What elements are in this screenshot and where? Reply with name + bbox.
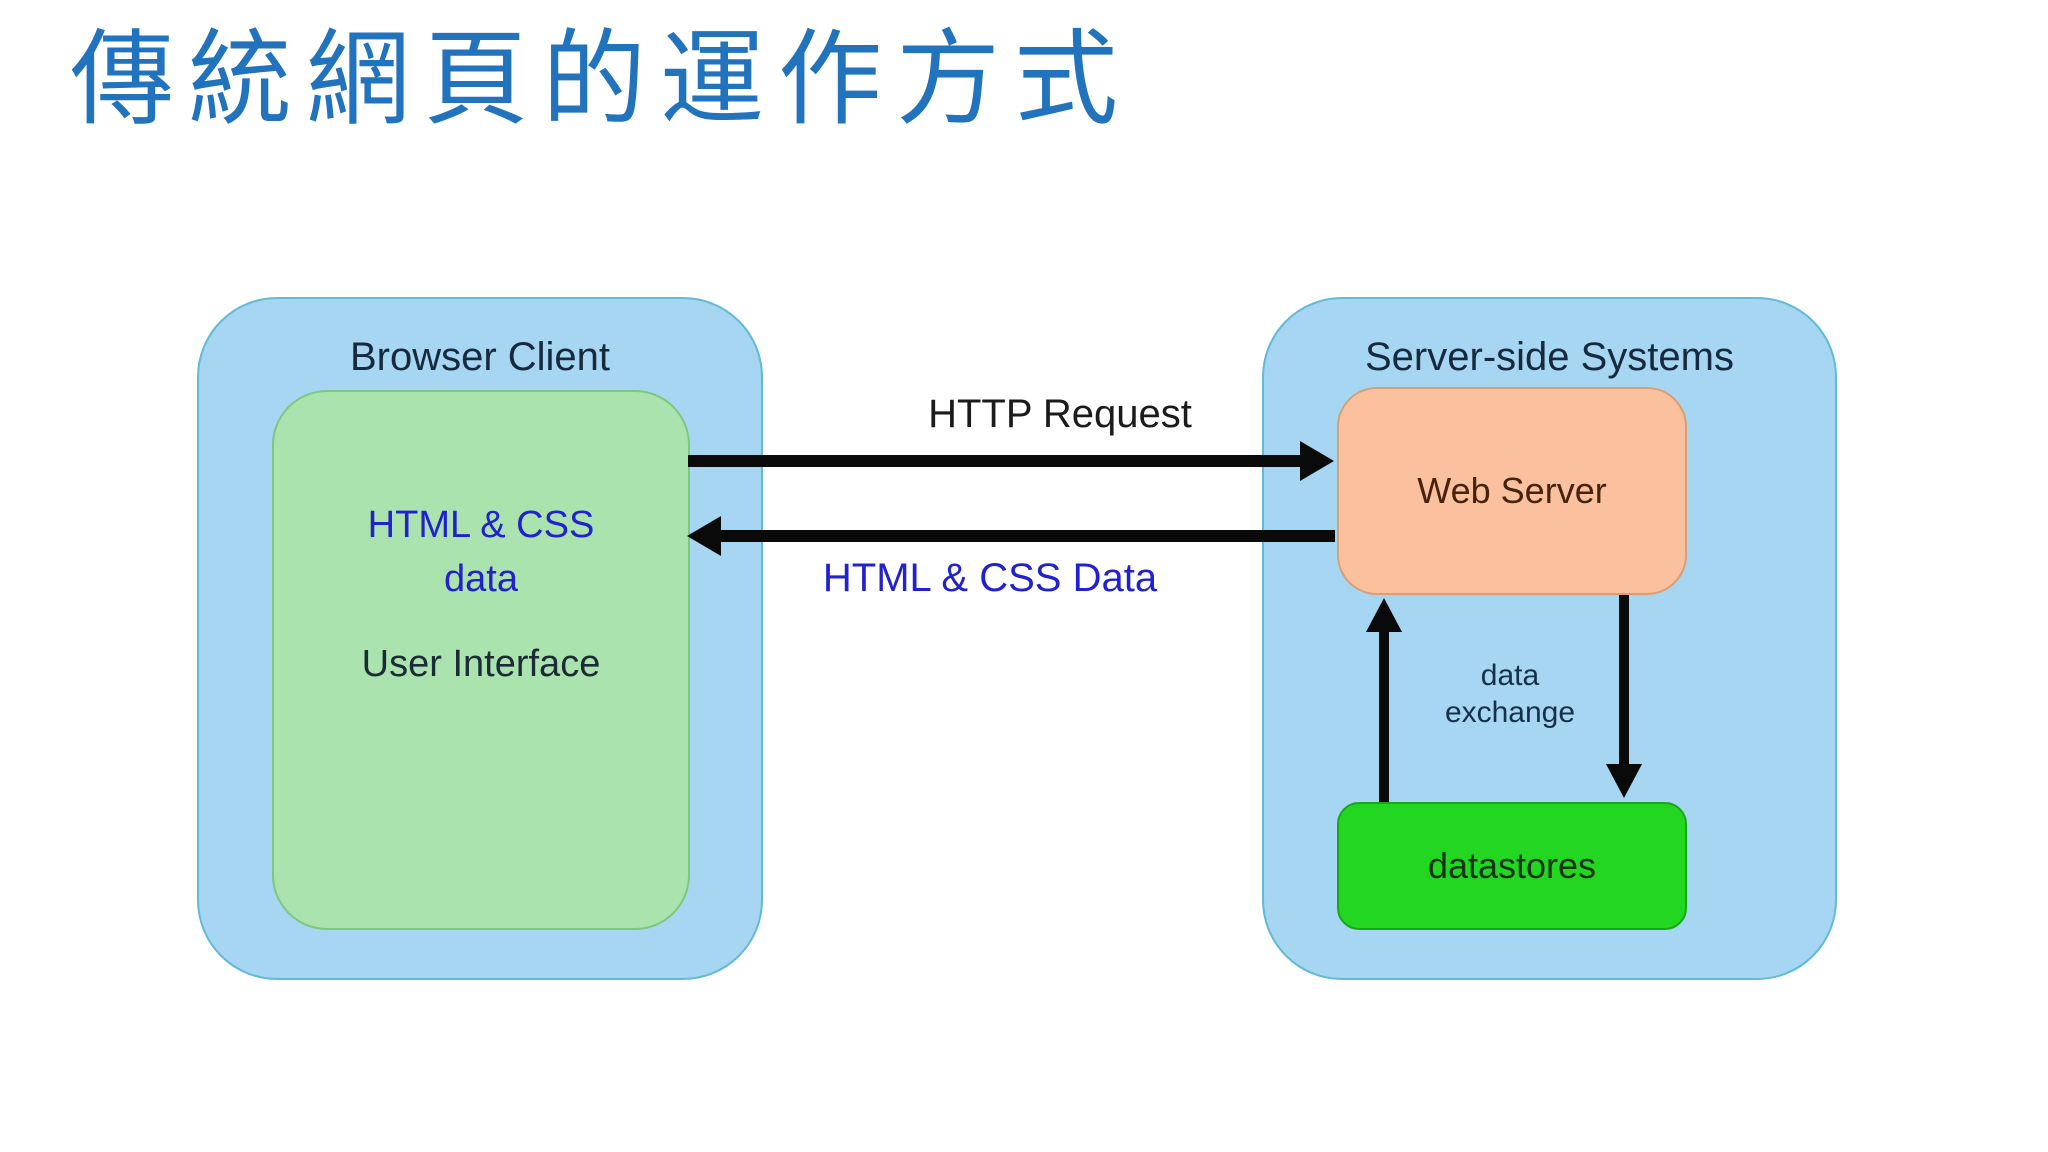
response-arrowhead-icon (687, 516, 721, 556)
data-down-arrowhead-icon (1606, 764, 1642, 798)
http-request-label: HTTP Request (928, 392, 1192, 436)
datastores-box: datastores (1337, 802, 1687, 930)
data-up-arrowhead-icon (1366, 598, 1402, 632)
html-css-data-line1: HTML & CSS (367, 504, 595, 546)
http-request-arrow-shaft (688, 455, 1304, 467)
data-exchange-line2: exchange (1444, 696, 1576, 729)
data-exchange-label: data exchange (1360, 657, 1660, 731)
response-label: HTML & CSS Data (822, 556, 1158, 600)
datastores-label: datastores (1427, 845, 1597, 886)
http-request-arrowhead-icon (1300, 441, 1334, 481)
web-server-box: Web Server (1337, 387, 1687, 595)
server-side-container: Server-side Systems Web Server datastore… (1262, 297, 1837, 980)
browser-client-label: Browser Client (349, 335, 611, 379)
slide-title: 傳統網頁的運作方式 (70, 22, 1133, 138)
html-css-data-line2: data (444, 558, 518, 600)
user-interface-box: HTML & CSS data User Interface (272, 390, 690, 930)
data-up-arrow-shaft (1379, 630, 1389, 802)
response-arrow-shaft (718, 530, 1335, 542)
data-down-arrow-shaft (1619, 595, 1629, 767)
browser-client-container: Browser Client HTML & CSS data User Inte… (197, 297, 763, 980)
data-exchange-line1: data (1480, 659, 1540, 692)
web-server-label: Web Server (1417, 470, 1607, 511)
html-css-data-text: HTML & CSS data (274, 498, 688, 606)
user-interface-label: User Interface (361, 643, 601, 685)
server-side-label: Server-side Systems (1365, 335, 1734, 379)
